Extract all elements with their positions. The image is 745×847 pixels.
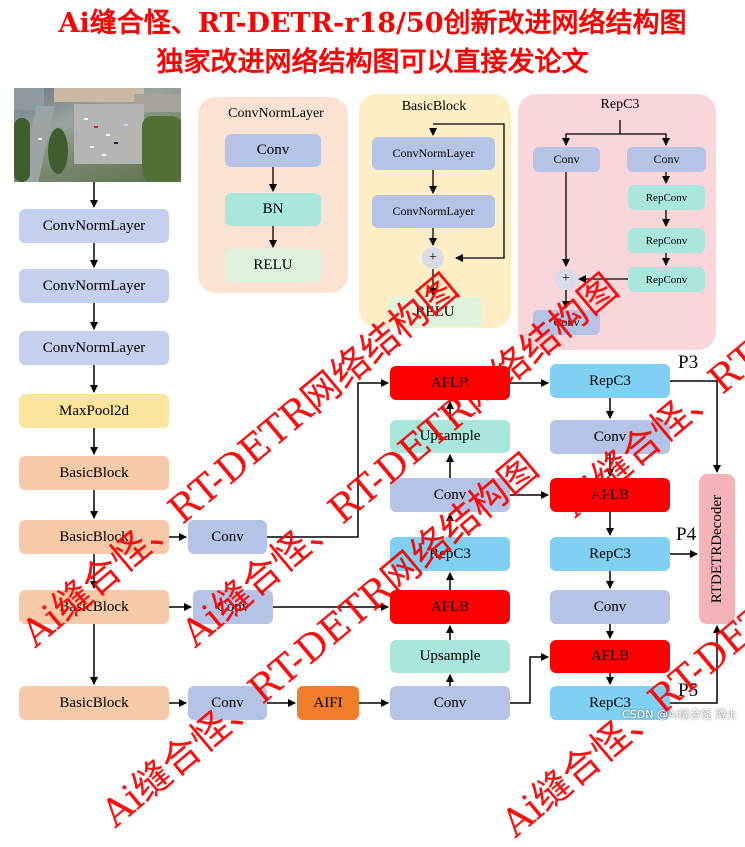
input-image xyxy=(14,88,181,182)
p4-label: P4 xyxy=(676,524,696,546)
lateral-conv-bb2: Conv xyxy=(188,520,267,554)
pan-repc3-p4: RepC3 xyxy=(550,537,670,571)
footer-credit: CSDN @Ai缝合怪 博士 xyxy=(622,706,737,722)
backbone-basicblock-3: BasicBlock xyxy=(19,590,169,624)
legend-bn: BN xyxy=(225,193,321,226)
neck-aflb-top: AFLB xyxy=(390,366,510,400)
legend-repconv-2: RepConv xyxy=(628,228,705,253)
legend-bb-convnormlayer-2: ConvNormLayer xyxy=(372,195,495,228)
neck-conv-aifi: Conv xyxy=(390,686,510,720)
pan-conv-p4: Conv xyxy=(550,590,670,624)
neck-upsample-high: Upsample xyxy=(390,420,510,453)
convnormlayer-legend-title: ConvNormLayer xyxy=(198,106,354,122)
pan-aflb-p4: AFLB xyxy=(550,478,670,512)
legend-bb-add-icon: + xyxy=(422,247,444,269)
lateral-conv-bb4: Conv xyxy=(188,686,267,720)
backbone-basicblock-4: BasicBlock xyxy=(19,686,169,720)
title-line-1: Ai缝合怪、RT-DETR-r18/50创新改进网络结构图 xyxy=(0,8,745,40)
legend-repconv-3: RepConv xyxy=(628,267,705,292)
p3-label: P3 xyxy=(678,352,698,374)
lateral-conv-bb3: Conv xyxy=(193,590,273,624)
backbone-convnormlayer-3: ConvNormLayer xyxy=(19,331,169,365)
legend-relu: RELU xyxy=(225,249,321,282)
backbone-convnormlayer-2: ConvNormLayer xyxy=(19,269,169,303)
pan-repc3-p3: RepC3 xyxy=(550,364,670,398)
legend-bb-convnormlayer-1: ConvNormLayer xyxy=(372,137,495,170)
aifi-block: AIFI xyxy=(297,686,359,720)
legend-repc3-conv-right: Conv xyxy=(627,147,706,172)
backbone-maxpool2d: MaxPool2d xyxy=(19,394,169,428)
legend-conv: Conv xyxy=(225,134,321,167)
legend-repc3-conv-out: Conv xyxy=(533,310,600,335)
pan-conv-p3: Conv xyxy=(550,420,670,454)
legend-bb-relu: RELU xyxy=(389,297,481,327)
backbone-convnormlayer-1: ConvNormLayer xyxy=(19,209,169,243)
neck-aflb-mid: AFLB xyxy=(390,590,510,624)
neck-upsample-low: Upsample xyxy=(390,640,510,673)
neck-repc3-mid: RepC3 xyxy=(390,537,510,571)
legend-repc3-add-icon: + xyxy=(555,268,577,290)
backbone-basicblock-1: BasicBlock xyxy=(19,456,169,490)
legend-repconv-1: RepConv xyxy=(628,185,705,210)
pan-aflb-p5: AFLB xyxy=(550,640,670,673)
backbone-basicblock-2: BasicBlock xyxy=(19,520,169,554)
basicblock-legend-title: BasicBlock xyxy=(382,99,486,115)
rtdetr-decoder: RTDETRDecoder xyxy=(699,474,735,624)
legend-repc3-conv-left: Conv xyxy=(533,147,600,172)
p5-label: P5 xyxy=(678,680,698,702)
neck-conv-mid: Conv xyxy=(390,478,510,512)
title-line-2: 独家改进网络结构图可以直接发论文 xyxy=(0,47,745,79)
repc3-legend-title: RepC3 xyxy=(580,97,660,113)
rtdetr-decoder-label: RTDETRDecoder xyxy=(709,495,726,603)
